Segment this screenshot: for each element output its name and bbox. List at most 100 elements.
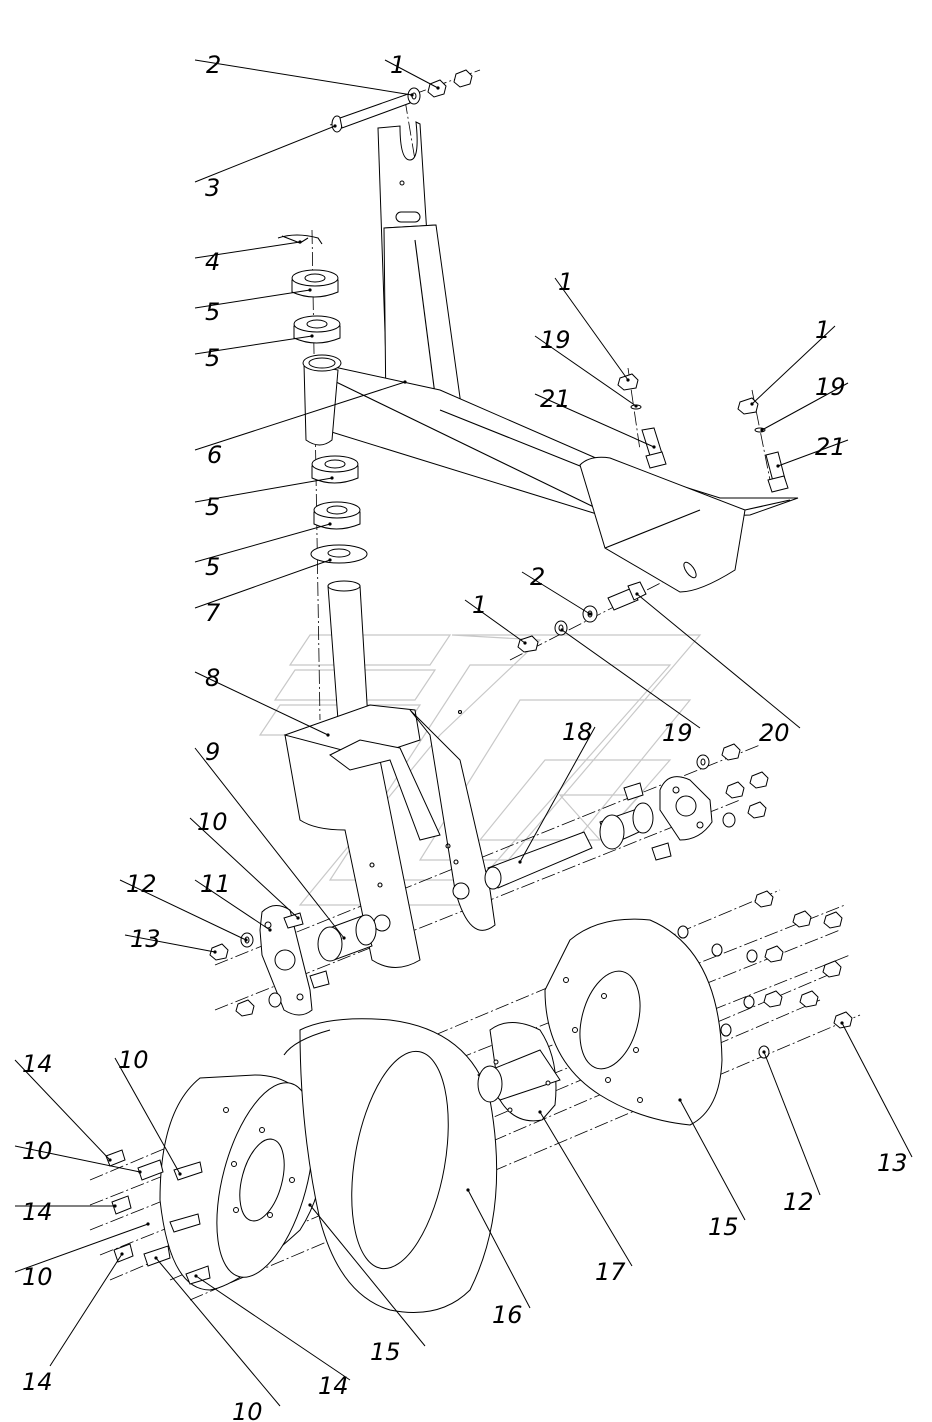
callout-number-c17: 17 — [595, 1258, 626, 1286]
callout-number-c1c: 1 — [815, 316, 830, 344]
frame-part-6 — [302, 121, 799, 593]
leader-line-c10c — [14, 1145, 141, 1173]
leader-dot-c3 — [333, 124, 337, 128]
callout-number-c9: 9 — [205, 738, 220, 766]
callout-number-c19c: 19 — [662, 719, 693, 747]
leader-line-c9 — [194, 747, 345, 939]
leader-line-c6 — [194, 381, 406, 451]
leader-dot-c19a — [634, 404, 638, 408]
leader-dot-c12b — [762, 1050, 766, 1054]
leader-line-c19a — [534, 335, 637, 407]
wheel-assembly — [159, 918, 723, 1313]
leader-line-c2a — [194, 59, 413, 96]
leader-line-c14d — [195, 1275, 351, 1381]
leader-dot-c10a — [296, 916, 300, 920]
leader-dot-c11 — [268, 928, 272, 932]
callout-number-c1b: 1 — [558, 268, 573, 296]
leader-line-c3 — [194, 125, 336, 183]
leader-line-c10b — [114, 1057, 181, 1175]
leader-line-c13b — [841, 1022, 913, 1158]
leader-dot-c21a — [652, 445, 656, 449]
leader-dot-c8 — [326, 733, 330, 737]
callout-number-c18: 18 — [562, 718, 593, 746]
leader-dot-c10d — [146, 1222, 150, 1226]
leader-line-c12a — [119, 879, 247, 941]
leader-dot-c21b — [776, 464, 780, 468]
leader-dot-c10e — [154, 1256, 158, 1260]
axle-part-18 — [484, 743, 769, 890]
callout-number-c21b: 21 — [815, 433, 846, 461]
leader-dot-c12a — [244, 938, 248, 942]
leader-line-c5b — [194, 335, 313, 355]
leader-dot-c4 — [298, 240, 302, 244]
spacer-stack — [277, 234, 368, 564]
leader-line-c5c — [194, 477, 333, 503]
callout-number-c14b: 14 — [22, 1198, 53, 1226]
leader-dot-c1d — [523, 641, 527, 645]
leader-line-c15a — [309, 1204, 426, 1347]
callout-number-c1a: 1 — [390, 51, 405, 79]
leader-dot-c1b — [626, 378, 630, 382]
callout-number-c15a: 15 — [370, 1338, 401, 1366]
callout-number-c14c: 14 — [22, 1368, 53, 1396]
callout-number-c19a: 19 — [540, 326, 571, 354]
leader-line-c19b — [761, 382, 849, 431]
callout-number-c10a: 10 — [197, 808, 228, 836]
leader-line-c14a — [14, 1059, 111, 1161]
leader-dot-c7 — [328, 558, 332, 562]
leader-dot-c15a — [308, 1203, 312, 1207]
leader-line-c17 — [539, 1111, 633, 1267]
leader-line-c10a — [189, 817, 299, 919]
leader-dot-c2b — [588, 612, 592, 616]
leader-line-c20 — [636, 593, 801, 729]
callout-number-c13a: 13 — [130, 925, 161, 953]
callout-number-c2a: 2 — [206, 51, 221, 79]
callout-number-c12b: 12 — [783, 1188, 814, 1216]
leader-dot-c14d — [194, 1274, 198, 1278]
leader-dot-c2a — [410, 93, 414, 97]
leader-line-c5d — [194, 523, 331, 563]
leader-dot-c9 — [342, 936, 346, 940]
callout-number-c10c: 10 — [22, 1137, 53, 1165]
callout-number-c10d: 10 — [22, 1263, 53, 1291]
leader-dot-c6 — [403, 380, 407, 384]
leader-dot-c14c — [120, 1252, 124, 1256]
leader-line-c11 — [194, 879, 271, 931]
leader-dot-c15b — [678, 1098, 682, 1102]
callout-number-c5b: 5 — [205, 344, 220, 372]
leader-line-c10e — [155, 1257, 281, 1407]
callout-number-c4: 4 — [205, 248, 220, 276]
leader-dot-c13b — [840, 1021, 844, 1025]
leader-line-c8 — [194, 671, 329, 736]
leader-dot-c17 — [538, 1110, 542, 1114]
leader-line-c1a — [384, 59, 439, 89]
callout-number-c11: 11 — [200, 870, 231, 898]
leader-dot-c13a — [213, 950, 217, 954]
wheel-nuts-right — [677, 890, 853, 1059]
leader-line-c1c — [751, 325, 836, 405]
leader-dot-c16 — [466, 1188, 470, 1192]
callout-number-c2b: 2 — [530, 563, 545, 591]
leader-line-c12b — [763, 1051, 821, 1196]
callout-number-c5d: 5 — [205, 553, 220, 581]
leader-line-c16 — [467, 1189, 531, 1309]
leader-dot-c5a — [308, 288, 312, 292]
leader-dot-c18 — [518, 860, 522, 864]
wheel-bolts-left — [105, 1149, 211, 1285]
leader-dot-c10b — [178, 1172, 182, 1176]
leader-line-c21b — [777, 439, 849, 467]
callout-number-c5a: 5 — [205, 298, 220, 326]
callout-number-c12a: 12 — [126, 870, 157, 898]
callout-number-c3: 3 — [205, 174, 220, 202]
callout-number-c10e: 10 — [232, 1398, 263, 1422]
callout-number-c20: 20 — [759, 719, 790, 747]
leader-line-c21a — [534, 393, 655, 448]
callout-number-c1d: 1 — [472, 591, 487, 619]
leader-line-c10d — [14, 1223, 149, 1273]
leader-line-c1d — [464, 599, 526, 644]
leader-dot-c10c — [138, 1170, 142, 1174]
leader-dot-c5b — [310, 334, 314, 338]
callout-number-c14d: 14 — [318, 1372, 349, 1400]
callout-number-c6: 6 — [207, 441, 222, 469]
